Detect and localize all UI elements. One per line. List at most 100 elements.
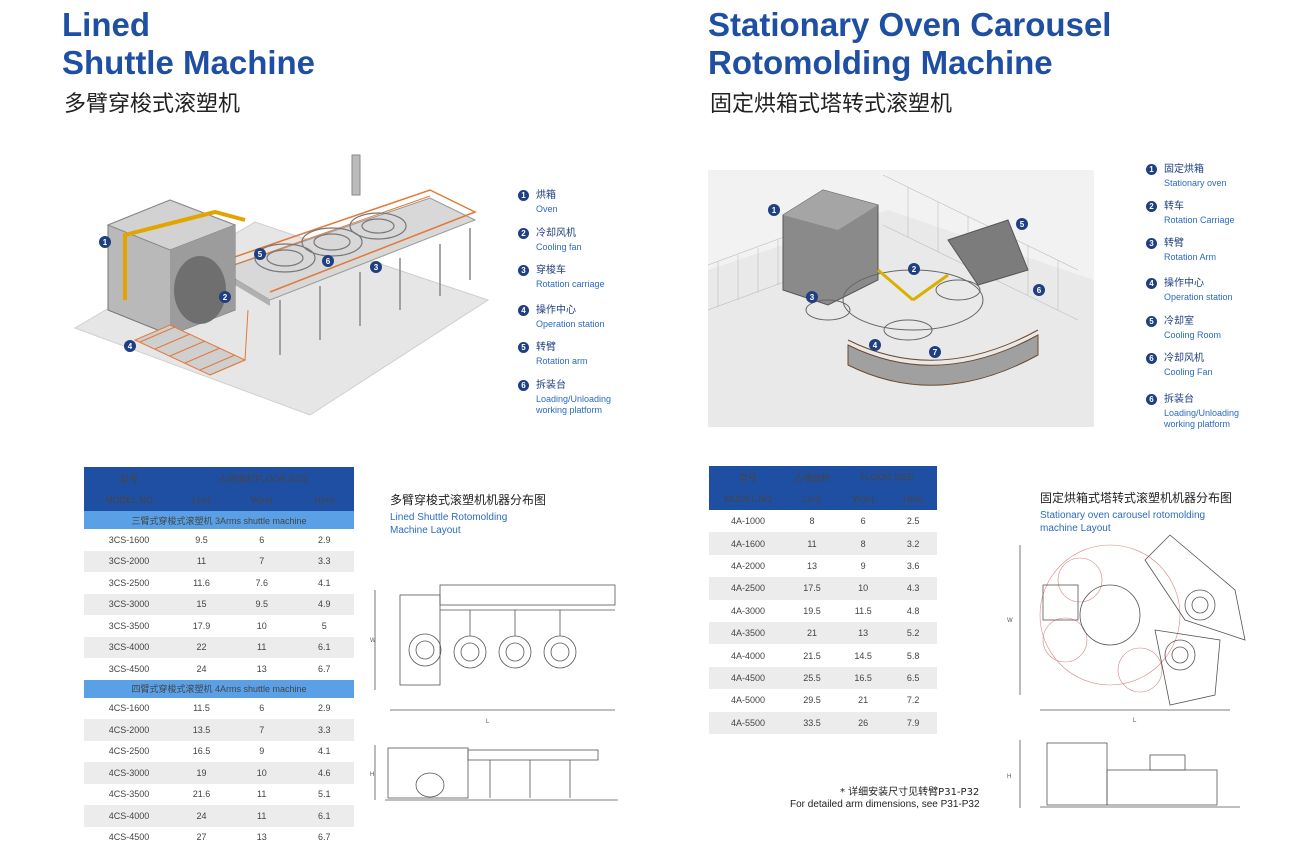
cell-model: 4A-1600 [709,532,787,555]
cell-h: 3.3 [294,550,354,572]
cell-w: 13 [837,621,890,645]
th-floor-size: 占地面积FLOOR SIZE [219,473,309,484]
svg-text:6: 6 [326,257,331,266]
svg-text:2: 2 [912,265,917,274]
cell-h: 4.3 [889,577,937,600]
cell-h: 6.7 [317,663,331,674]
cell-model: 4A-4000 [730,650,766,661]
th-model-en: MODEL NO [724,494,772,504]
shuttle-machine-illustration: 1 2 3 4 5 6 [73,154,490,416]
carousel-layout-drawing: L W H [1007,534,1246,808]
th-h: H(m) [314,495,335,505]
right-title-line1: Stationary Oven Carousel [708,6,1112,43]
th-model-zh: 型号 [738,472,757,483]
cell-h: 6.5 [889,666,937,690]
cell-model: 4A-2000 [730,560,766,571]
cell-model: 4A-2500 [709,577,787,600]
th-w: W(m) [250,495,273,505]
cell-l: 29.5 [803,695,821,706]
cell-w: 6 [259,703,265,714]
svg-text:1: 1 [772,206,777,215]
cell-model: 4A-3000 [730,605,766,616]
cell-h: 4.9 [294,593,354,615]
right-layout-title-en1: Stationary oven carousel rotomolding [1040,510,1206,521]
left-layout-title-en1: Lined Shuttle Rotomolding [390,512,508,523]
cell-w: 7.6 [255,577,268,588]
svg-text:4: 4 [873,341,878,350]
cell-l: 11 [174,550,229,572]
cell-l: 21.5 [803,650,821,661]
cell-h: 6.1 [294,636,354,658]
cell-h: 4.6 [294,762,354,784]
cell-h: 6.7 [317,832,331,843]
th-model-en: MODEL NO [105,495,153,505]
cell-l: 17.5 [787,577,837,600]
cell-l: 9.5 [195,534,208,545]
cell-model: 4A-4500 [709,666,787,690]
cell-l: 11 [787,532,837,555]
right-note-zh: * 详细安装尺寸见转臂P31-P32 [840,787,980,798]
cell-w: 9 [860,560,866,571]
right-note-en: For detailed arm dimensions, see P31-P32 [790,799,980,810]
cell-w: 10 [256,620,267,631]
cell-h: 5 [321,620,327,631]
cell-w: 10 [229,762,295,784]
cell-model: 3CS-3500 [108,620,150,631]
cell-l: 19 [174,762,229,784]
cell-h: 2.9 [317,703,331,714]
svg-text:7: 7 [933,348,938,357]
svg-text:3: 3 [810,293,815,302]
cell-w: 6 [860,516,866,527]
cell-l: 24 [196,663,207,674]
cell-w: 21 [858,695,869,706]
th-l: L(m) [802,494,822,504]
cell-w: 26 [837,711,890,734]
right-subtitle: 固定烘箱式塔转式滚塑机 [710,92,953,117]
left-layout-title-en2: Machine Layout [390,525,461,536]
left-layout-title-zh: 多臂穿梭式滚塑机机器分布图 [390,493,547,507]
cell-model: 3CS-4500 [108,663,150,674]
svg-text:3: 3 [374,263,379,272]
th-h: H(m) [903,494,924,504]
carousel-machine-illustration: 1 2 3 4 5 6 7 [708,170,1094,427]
cell-w: 6 [259,534,265,545]
cell-model: 3CS-1600 [108,534,150,545]
right-callouts: 1 2 3 4 5 6 7 [768,204,1045,358]
cell-l: 33.5 [787,711,837,734]
cell-h: 6.1 [294,805,354,827]
svg-text:L: L [1133,718,1137,724]
svg-text:2: 2 [223,293,228,302]
cell-h: 7.2 [906,695,920,706]
cell-h: 5.2 [889,621,937,645]
cell-w: 10 [837,577,890,600]
cell-l: 27 [196,832,207,843]
cell-w: 11 [229,636,295,658]
cell-w: 13 [256,832,267,843]
svg-text:H: H [370,772,374,778]
cell-h: 4.1 [317,577,331,588]
cell-w: 9 [259,746,265,757]
th-model-zh: 型号 [119,473,138,484]
right-title-line2: Rotomolding Machine [708,44,1053,81]
cell-w: 8 [837,532,890,555]
cell-model: 4A-5500 [709,711,787,734]
right-layout-title-en2: machine Layout [1040,523,1111,534]
cell-w: 7 [229,550,295,572]
cell-model: 3CS-4000 [84,636,174,658]
left-title-line2: Shuttle Machine [62,44,316,81]
left-callouts: 1 2 3 4 5 6 [99,236,382,352]
